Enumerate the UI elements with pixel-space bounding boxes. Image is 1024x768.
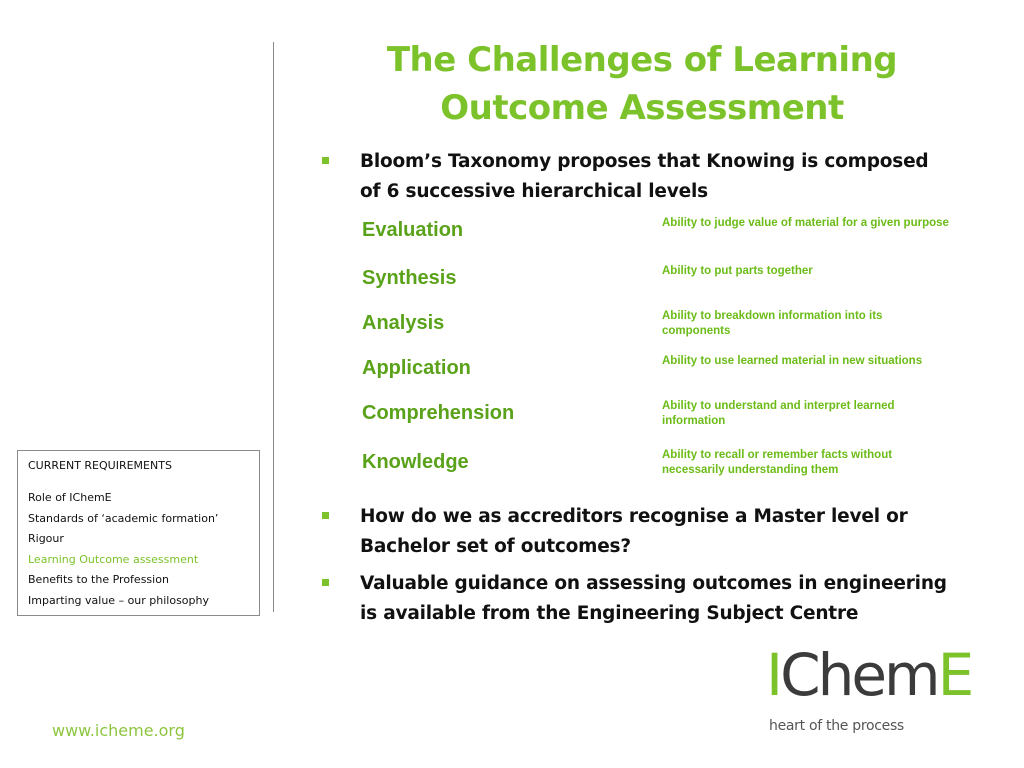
requirement-item-benefits: Benefits to the Profession xyxy=(28,573,169,586)
bullet-blooms-taxonomy: Bloom’s Taxonomy proposes that Knowing i… xyxy=(322,147,972,207)
bloom-level-description: Ability to breakdown information into it… xyxy=(662,310,883,337)
slide-title: The Challenges of Learning Outcome Asses… xyxy=(300,36,984,132)
website-link[interactable]: www.icheme.org xyxy=(52,721,185,740)
bullet-text-line-1: Valuable guidance on assessing outcomes … xyxy=(360,573,947,594)
bullet-text-line-2: is available from the Engineering Subjec… xyxy=(360,603,859,624)
bloom-level-description: Ability to put parts together xyxy=(662,265,813,277)
bullet-text-line-1: How do we as accreditors recognise a Mas… xyxy=(360,506,908,527)
square-bullet-icon xyxy=(322,512,329,519)
slide-title-line-1: The Challenges of Learning xyxy=(386,40,898,80)
slide-title-line-2: Outcome Assessment xyxy=(440,88,844,128)
square-bullet-icon xyxy=(322,157,329,164)
requirements-heading: CURRENT REQUIREMENTS xyxy=(28,459,172,472)
bullet-engineering-guidance: Valuable guidance on assessing outcomes … xyxy=(322,569,972,629)
requirement-item-learning-outcome-active: Learning Outcome assessment xyxy=(28,552,199,566)
current-requirements-box: CURRENT REQUIREMENTS Role of IChemE Stan… xyxy=(17,450,260,616)
icheme-logo: IChemE heart of the process xyxy=(766,640,986,740)
bloom-level-label: Knowledge xyxy=(362,451,469,473)
bloom-level-label: Comprehension xyxy=(362,402,515,424)
bloom-level-label: Evaluation xyxy=(362,219,464,241)
bullet-text-line-2: Bachelor set of outcomes? xyxy=(360,536,631,557)
requirement-item-standards: Standards of ‘academic formation’ xyxy=(28,511,219,525)
requirement-item-rigour: Rigour xyxy=(28,532,64,545)
logo-wordmark: IChemE xyxy=(766,641,974,709)
requirement-item-role: Role of IChemE xyxy=(28,491,112,504)
bullet-accreditors-question: How do we as accreditors recognise a Mas… xyxy=(322,502,972,562)
square-bullet-icon xyxy=(322,579,329,586)
bloom-level-label: Analysis xyxy=(362,312,445,334)
bullet-text-line-2: of 6 successive hierarchical levels xyxy=(360,181,708,202)
vertical-divider xyxy=(273,42,274,612)
requirement-item-imparting-value: Imparting value – our philosophy xyxy=(28,593,210,607)
bloom-level-description: Ability to judge value of material for a… xyxy=(662,217,949,229)
logo-tagline: heart of the process xyxy=(769,718,904,734)
bloom-level-label: Synthesis xyxy=(362,267,457,289)
bloom-level-description: Ability to recall or remember facts with… xyxy=(662,449,893,476)
bullet-text-line-1: Bloom’s Taxonomy proposes that Knowing i… xyxy=(360,151,929,172)
bloom-level-description: Ability to understand and interpret lear… xyxy=(662,400,895,427)
bloom-level-description: Ability to use learned material in new s… xyxy=(662,355,923,367)
bloom-level-label: Application xyxy=(362,357,471,379)
